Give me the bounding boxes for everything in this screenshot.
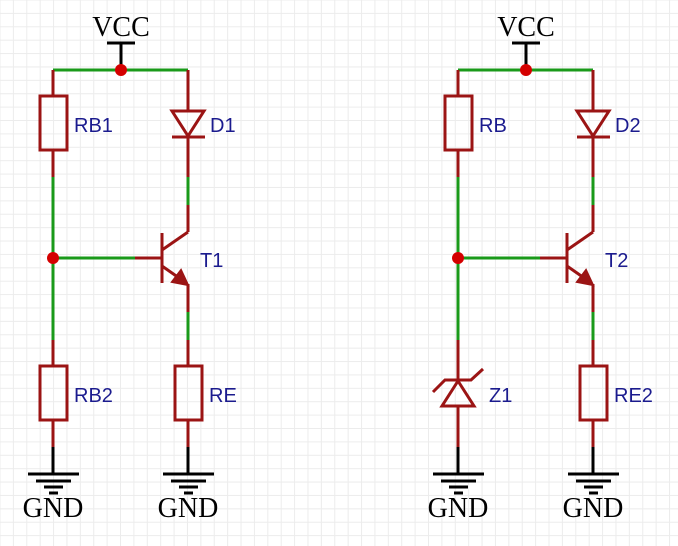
ground-symbol[interactable]: GND (158, 447, 219, 524)
gnd-label: GND (428, 493, 489, 524)
resistor-re2[interactable]: RE2 (578, 340, 653, 447)
t1-label: T1 (200, 250, 223, 272)
transistor-t1[interactable]: T1 (135, 205, 223, 312)
zener-diode-z1[interactable]: Z1 (431, 340, 512, 447)
gnd-label: GND (563, 493, 624, 524)
ground-symbol[interactable]: GND (563, 447, 624, 524)
junction-dot (47, 252, 59, 264)
re-label: RE (209, 385, 237, 407)
resistor-rb2[interactable]: RB2 (38, 340, 113, 447)
ground-symbol[interactable]: GND (428, 447, 489, 524)
right-circuit: VCC RB Z1 GND (428, 12, 653, 524)
gnd-label: GND (158, 493, 219, 524)
transistor-t2[interactable]: T2 (540, 205, 628, 312)
rb-label: RB (479, 115, 507, 137)
ground-symbol[interactable]: GND (23, 447, 84, 524)
diode-d1[interactable]: D1 (169, 70, 236, 177)
vcc-label: VCC (92, 12, 150, 43)
resistor-rb[interactable]: RB (443, 70, 507, 177)
vcc-power-symbol[interactable]: VCC (92, 12, 150, 70)
resistor-re[interactable]: RE (173, 340, 237, 447)
junction-dot (115, 64, 127, 76)
rb2-label: RB2 (74, 385, 113, 407)
z1-label: Z1 (489, 385, 512, 407)
junction-dot (452, 252, 464, 264)
left-circuit: VCC RB1 RB2 GND (23, 12, 237, 524)
d1-label: D1 (210, 115, 236, 137)
junction-dot (520, 64, 532, 76)
d2-label: D2 (615, 115, 641, 137)
t2-label: T2 (605, 250, 628, 272)
rb1-label: RB1 (74, 115, 113, 137)
gnd-label: GND (23, 493, 84, 524)
vcc-label: VCC (497, 12, 555, 43)
diode-d2[interactable]: D2 (574, 70, 641, 177)
re2-label: RE2 (614, 385, 653, 407)
resistor-rb1[interactable]: RB1 (38, 70, 113, 177)
vcc-power-symbol[interactable]: VCC (497, 12, 555, 70)
